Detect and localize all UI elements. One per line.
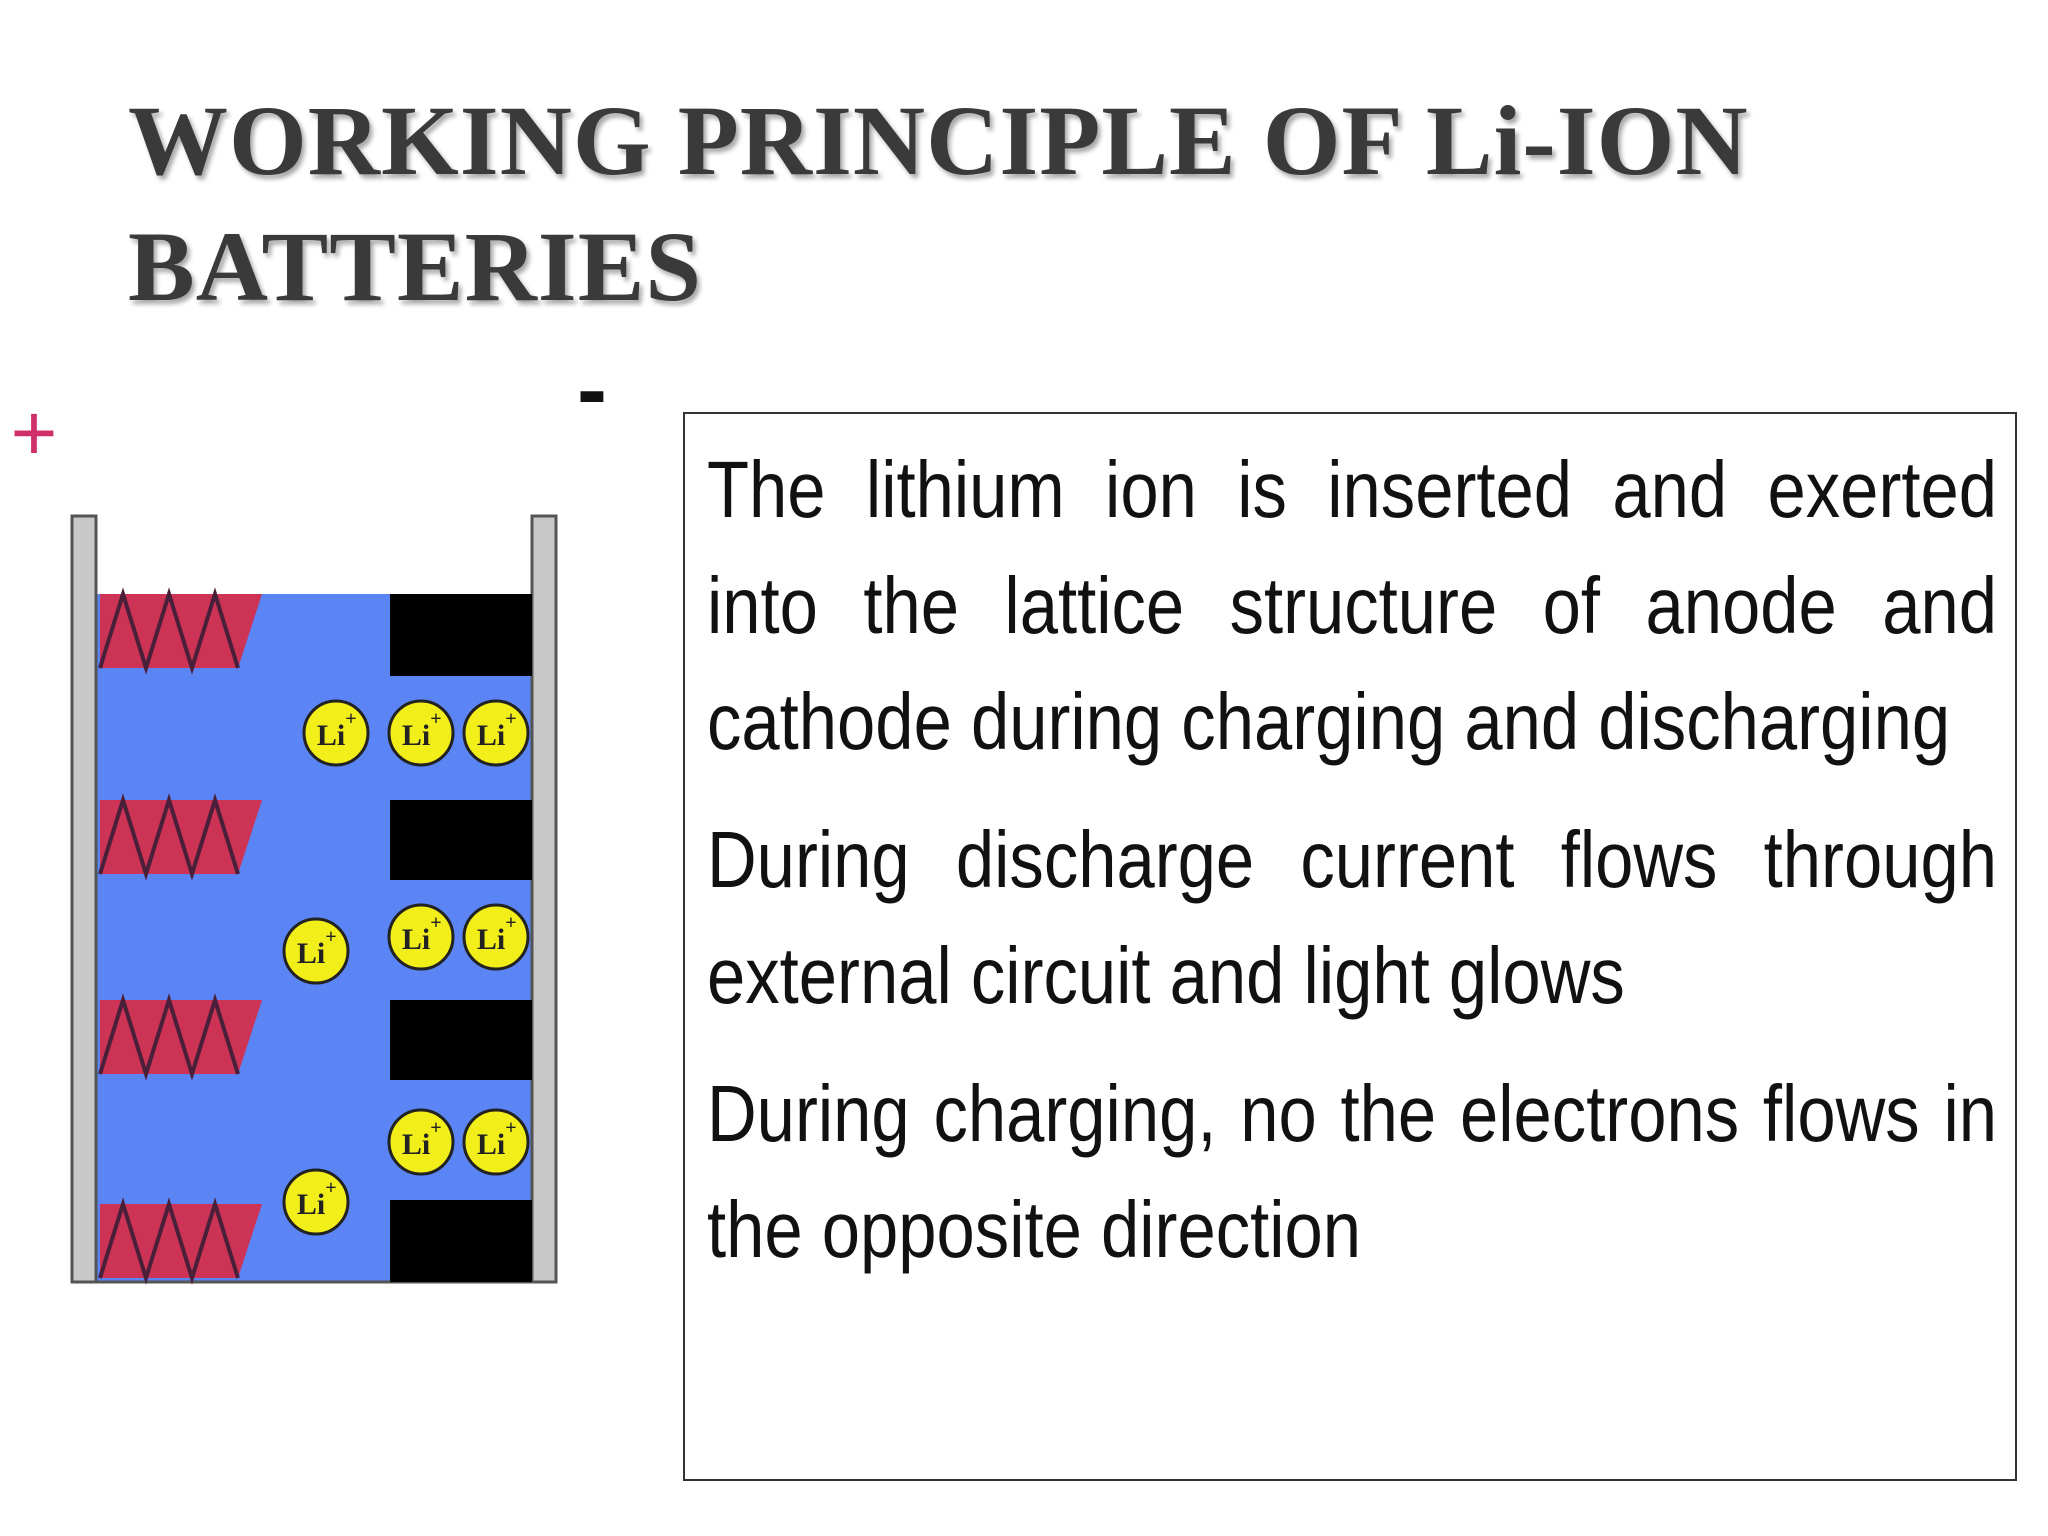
explanation-text-box: The lithium ion is inserted and exerted …: [683, 412, 2017, 1481]
svg-text:Li: Li: [402, 1128, 430, 1161]
svg-text:+: +: [325, 1177, 336, 1199]
svg-text:Li: Li: [477, 923, 505, 956]
lithium-ion: Li +: [302, 699, 370, 767]
anode-layer: [98, 587, 262, 675]
slide-title: WORKING PRINCIPLE OF Li-ION BATTERIES: [128, 85, 1749, 322]
positive-terminal-label: +: [11, 388, 58, 477]
svg-text:Li: Li: [477, 1128, 505, 1161]
svg-text:+: +: [430, 912, 441, 934]
svg-text:+: +: [430, 1117, 441, 1139]
lithium-ion: Li +: [462, 903, 530, 971]
anode-layer: [98, 1197, 262, 1285]
explanation-paragraph: The lithium ion is inserted and exerted …: [707, 445, 1997, 766]
li-ion-battery-diagram: + - Li + Li + Li + Li: [11, 370, 607, 1285]
right-current-collector: [530, 514, 558, 1284]
svg-text:Li: Li: [297, 1188, 325, 1221]
lithium-ion: Li +: [462, 1108, 530, 1176]
cathode-layer: [390, 594, 532, 676]
cathode-layer: [390, 1200, 532, 1282]
svg-text:Li: Li: [317, 719, 345, 752]
svg-text:Li: Li: [402, 923, 430, 956]
svg-text:+: +: [505, 1117, 516, 1139]
left-current-collector: [70, 514, 98, 1284]
svg-text:+: +: [505, 912, 516, 934]
svg-text:+: +: [430, 708, 441, 730]
cathode-layer: [390, 1000, 532, 1080]
svg-text:Li: Li: [297, 937, 325, 970]
lithium-ion: Li +: [387, 1108, 455, 1176]
lithium-ion: Li +: [387, 699, 455, 767]
lithium-ion: Li +: [462, 699, 530, 767]
anode-layer: [98, 993, 262, 1081]
anode-layer: [98, 793, 262, 881]
explanation-paragraph: During discharge current flows through e…: [707, 815, 1997, 1020]
svg-text:+: +: [345, 708, 356, 730]
svg-text:Li: Li: [402, 719, 430, 752]
lithium-ion: Li +: [282, 1168, 350, 1236]
cathode-layer: [390, 800, 532, 880]
svg-text:+: +: [505, 708, 516, 730]
explanation-paragraph: During charging, no the electrons flows …: [707, 1069, 1997, 1274]
svg-text:+: +: [325, 926, 336, 948]
negative-terminal-label: -: [577, 370, 607, 440]
svg-text:Li: Li: [477, 719, 505, 752]
lithium-ion: Li +: [282, 917, 350, 985]
lithium-ion: Li +: [387, 903, 455, 971]
